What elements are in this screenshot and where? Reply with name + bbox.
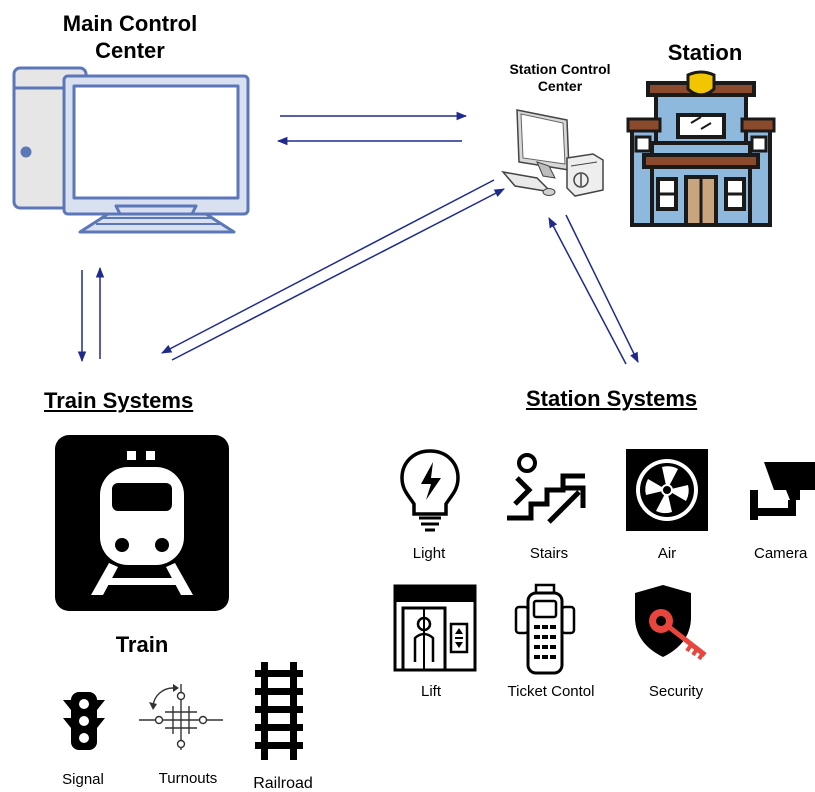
station-item-label-lift: Lift	[420, 683, 441, 700]
train-systems-heading: Train Systems	[44, 388, 194, 413]
ticket-machine-icon	[514, 583, 576, 675]
station-item-label-camera: Camera	[754, 545, 808, 562]
train-item-label-railroad: Railroad	[253, 775, 313, 792]
traffic-signal-icon	[63, 692, 105, 750]
station-title: Station	[667, 40, 743, 65]
train-item-label-turnouts: Turnouts	[158, 770, 218, 787]
station-control-title: Station Control Center	[490, 61, 630, 95]
security-shield-key-icon	[635, 585, 707, 661]
arrow-train-to-station-control	[171, 188, 505, 361]
arrow-station-control-to-station-systems	[565, 214, 639, 363]
light-bulb-icon	[400, 449, 460, 532]
station-systems-heading: Station Systems	[526, 386, 698, 411]
main-control-title-line1: Main Control	[62, 11, 198, 36]
station-item-label-security: Security	[648, 683, 704, 700]
train-item-label-signal: Signal	[62, 771, 104, 788]
escalator-icon	[507, 453, 586, 524]
camera-icon	[750, 462, 815, 520]
main-control-title: Main Control Center	[50, 10, 210, 64]
station-building-icon	[626, 70, 776, 227]
desktop-computer-icon	[12, 66, 250, 234]
station-control-computer-icon	[501, 109, 604, 197]
air-fan-icon	[626, 449, 708, 531]
main-control-title-line2: Center	[95, 38, 165, 63]
station-item-label-stairs: Stairs	[529, 545, 569, 562]
station-control-title-line2: Center	[537, 78, 583, 94]
station-item-label-ticket-control: Ticket Contol	[507, 683, 595, 700]
train-icon	[55, 435, 229, 611]
turnouts-icon	[139, 684, 223, 750]
lift-icon	[393, 584, 477, 672]
station-item-label-air: Air	[657, 545, 677, 562]
arrow-station-systems-to-station-control	[548, 217, 627, 365]
railroad-track-icon	[255, 662, 303, 760]
station-item-label-light: Light	[412, 545, 446, 562]
arrow-station-control-to-train	[161, 179, 495, 354]
station-control-title-line1: Station Control	[509, 61, 611, 77]
train-label: Train	[115, 632, 169, 657]
